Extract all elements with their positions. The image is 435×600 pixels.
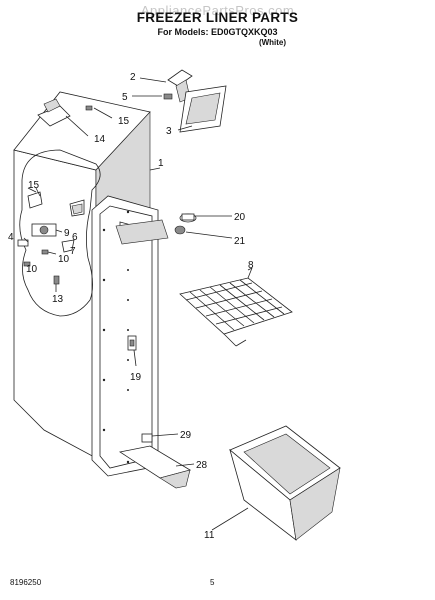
callout-15b: 15	[28, 180, 40, 191]
callout-10b: 10	[26, 264, 38, 275]
part-21-bulb	[174, 225, 233, 239]
callout-4: 4	[8, 232, 14, 243]
callout-5: 5	[122, 92, 128, 103]
callout-29: 29	[180, 430, 192, 441]
callout-11: 11	[204, 530, 215, 541]
part-15-screw-top	[85, 105, 113, 119]
callout-8: 8	[248, 260, 254, 271]
page-title: FREEZER LINER PARTS	[136, 10, 299, 25]
page-number: 5	[210, 578, 215, 587]
watermark: AppliancePartsPros.com	[140, 3, 295, 18]
model-list: For Models: ED0GTQXKQ03	[157, 27, 278, 37]
part-8-wire-shelf	[179, 267, 293, 347]
part-7-clip	[61, 239, 75, 253]
callout-3: 3	[166, 126, 172, 137]
callout-10a: 10	[58, 254, 70, 265]
document-number: 8196250	[10, 578, 42, 587]
part-6-bracket	[69, 199, 85, 217]
part-19-clip	[127, 335, 137, 367]
part-29-bracket	[141, 433, 179, 443]
part-11-bin	[211, 425, 341, 541]
part-4-connector	[17, 237, 29, 247]
callout-15a: 15	[118, 116, 130, 127]
part-14-bracket	[37, 98, 89, 137]
part-3-cover	[177, 85, 227, 133]
part-10-screw-lower	[23, 261, 31, 267]
part-20-socket	[115, 213, 232, 245]
callout-7: 7	[70, 246, 76, 257]
callout-21: 21	[234, 236, 246, 247]
callout-1: 1	[158, 158, 164, 169]
part-10-screw-upper	[41, 249, 57, 255]
callout-14: 14	[94, 134, 106, 145]
callout-19: 19	[130, 372, 142, 383]
part-13-screw	[53, 275, 60, 292]
part-5-screw	[132, 93, 173, 100]
callout-9: 9	[64, 228, 70, 239]
part-15-clip	[27, 187, 43, 209]
part-28-track	[118, 445, 195, 489]
callout-20: 20	[234, 212, 246, 223]
callout-28: 28	[196, 460, 208, 471]
part-9-control-assembly	[31, 223, 63, 237]
callout-13: 13	[52, 294, 64, 305]
color-variant: (White)	[258, 38, 287, 47]
callout-6: 6	[72, 232, 78, 243]
callout-2: 2	[130, 72, 136, 83]
freezer-liner	[13, 91, 159, 477]
